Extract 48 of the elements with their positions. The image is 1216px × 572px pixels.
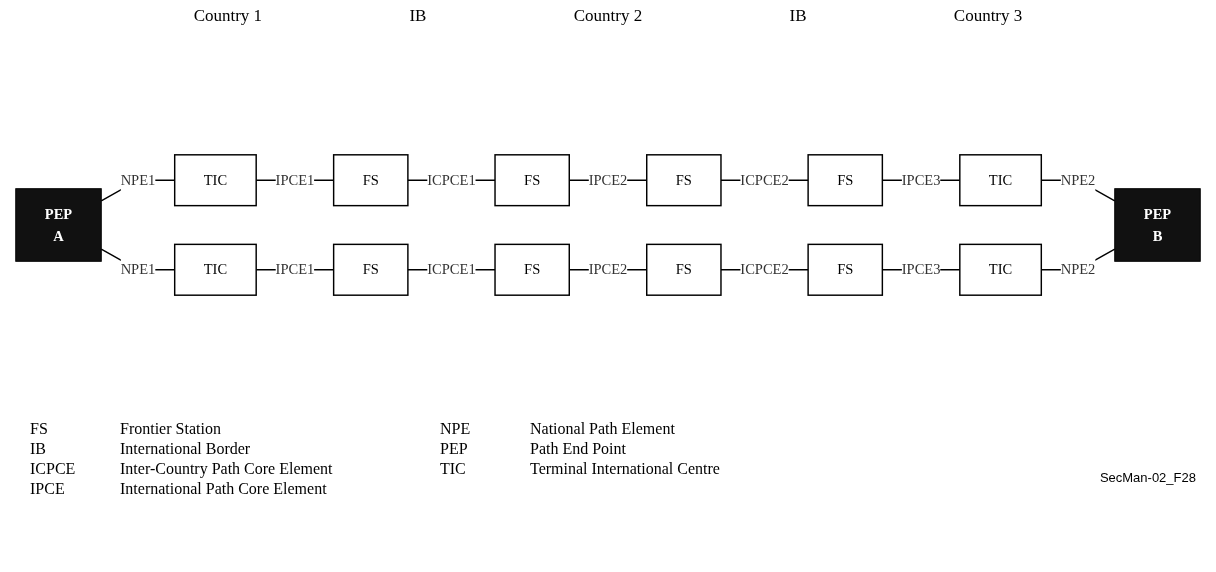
node-box: FS bbox=[332, 243, 409, 296]
edge-label: ICPCE1 bbox=[427, 261, 476, 278]
legend-abbreviation: NPE bbox=[440, 420, 472, 438]
edge-label: ICPCE1 bbox=[427, 172, 476, 188]
border-label: IB bbox=[789, 6, 807, 27]
legend-description: Terminal International Centre bbox=[530, 460, 721, 478]
edge-label: IPCE2 bbox=[588, 261, 628, 278]
legend-description: National Path Element bbox=[530, 420, 676, 438]
node-box: FS bbox=[807, 243, 884, 296]
edge-label: ICPCE2 bbox=[740, 261, 789, 278]
legend-abbreviation: IPCE bbox=[30, 480, 66, 498]
edge-label: IPCE1 bbox=[275, 172, 315, 188]
node-box: FS bbox=[494, 243, 570, 296]
legend-abbreviation: TIC bbox=[440, 460, 467, 478]
node-box: TIC bbox=[173, 154, 257, 207]
legend-description: Frontier Station bbox=[120, 420, 222, 438]
country-label: Country 3 bbox=[953, 6, 1023, 27]
legend-description: Path End Point bbox=[530, 440, 627, 458]
edge-label: IPCE3 bbox=[901, 261, 941, 278]
edge-label: ICPCE2 bbox=[740, 172, 789, 188]
legend-abbreviation: FS bbox=[30, 420, 49, 438]
node-box: PEP B bbox=[1114, 188, 1201, 262]
edge-label: IPCE2 bbox=[588, 172, 628, 188]
edge-label: NPE2 bbox=[1060, 261, 1096, 278]
node-box: TIC bbox=[959, 154, 1043, 207]
edge-label: IPCE3 bbox=[901, 172, 941, 188]
edge-label: IPCE1 bbox=[275, 261, 315, 278]
edge-label: NPE2 bbox=[1060, 172, 1096, 188]
node-box: FS bbox=[332, 154, 409, 207]
legend-description: International Path Core Element bbox=[120, 480, 328, 498]
node-box: PEP A bbox=[15, 188, 102, 262]
country-label: Country 2 bbox=[573, 6, 643, 27]
edge-label: NPE1 bbox=[120, 172, 156, 188]
legend-abbreviation: ICPCE bbox=[30, 460, 77, 478]
node-box: FS bbox=[494, 154, 570, 207]
node-box: TIC bbox=[173, 243, 257, 296]
node-box: FS bbox=[646, 154, 722, 207]
legend-abbreviation: PEP bbox=[440, 440, 469, 458]
legend-description: Inter-Country Path Core Element bbox=[120, 460, 334, 478]
legend-abbreviation: IB bbox=[30, 440, 47, 458]
node-box: FS bbox=[646, 243, 722, 296]
node-box: TIC bbox=[959, 243, 1043, 296]
country-label: Country 1 bbox=[193, 6, 263, 27]
legend-description: International Border bbox=[120, 440, 252, 458]
figure-id: SecMan-02_F28 bbox=[1099, 470, 1196, 485]
border-label: IB bbox=[409, 6, 427, 27]
node-box: FS bbox=[807, 154, 884, 207]
edge-label: NPE1 bbox=[120, 261, 156, 278]
